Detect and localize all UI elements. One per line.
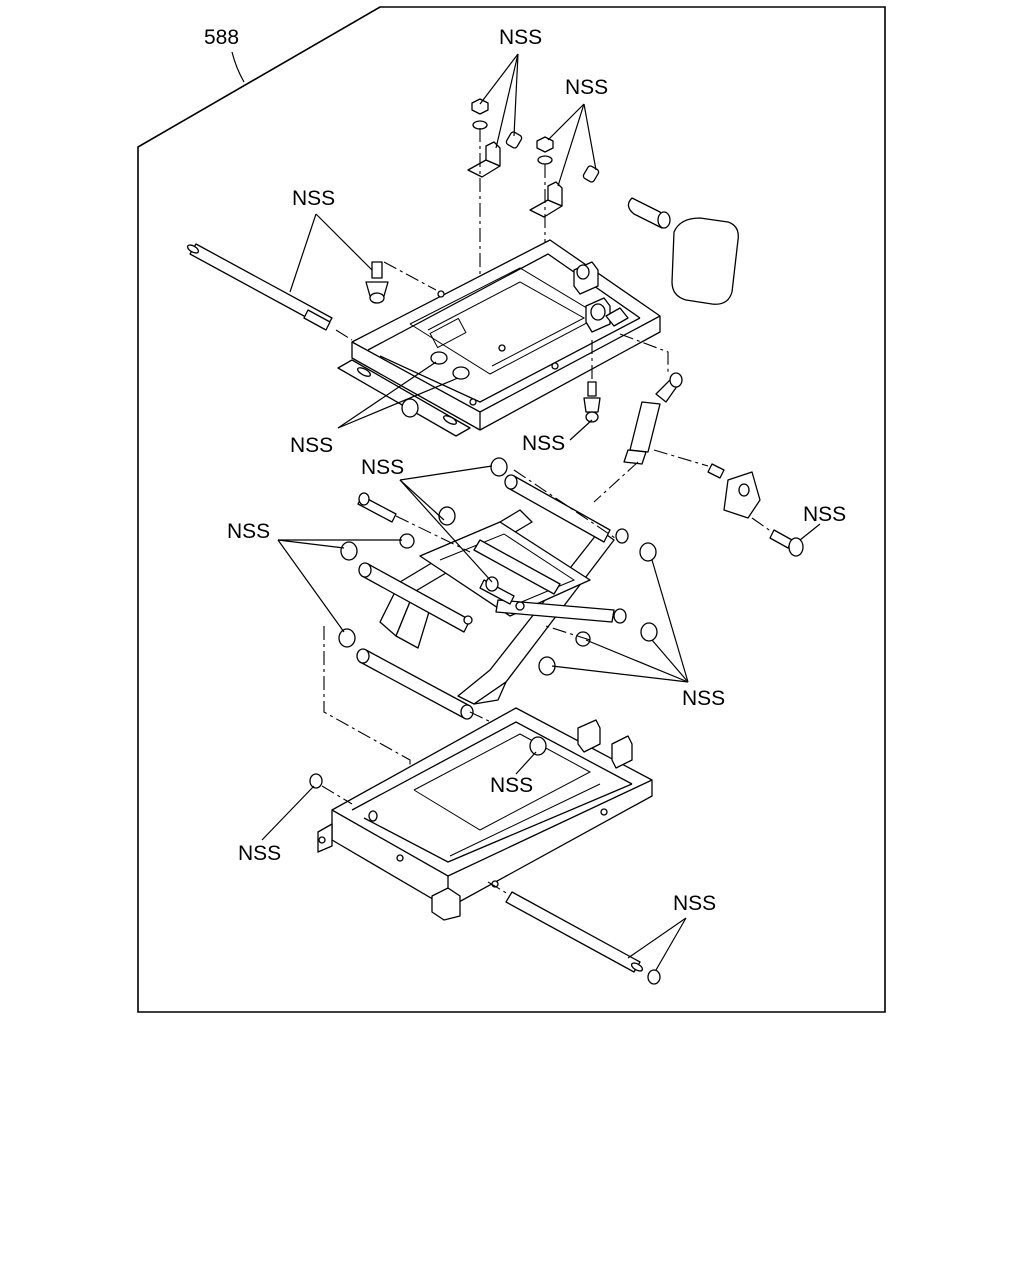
label-scissor-bushings-right: NSS [682,687,725,710]
scissor-dashline-right [545,625,591,641]
scissor-bushings [338,457,658,676]
gas-spring-dashline-bottom [593,461,639,503]
label-top-nuts-right: NSS [565,76,608,99]
lower-rod-clip [647,969,661,985]
lever-bolt-dashline [751,517,773,533]
label-lever-bolt: NSS [803,503,846,526]
upper-seat-frame [337,239,661,437]
scissor-dashline-left [395,515,471,553]
label-lower-clip: NSS [238,842,281,865]
top-bracket-right-group [529,136,600,218]
reference-number: 588 [204,26,239,49]
top-bracket-left-group [467,98,523,178]
cushion-block [671,217,739,305]
lower-dashline-left [323,626,411,836]
lower-base-frame [317,707,653,921]
lower-left-clip-dashline [321,785,353,805]
lever-dashline [653,449,709,467]
upper-ring-1 [430,351,448,365]
reference-leader [231,51,245,83]
leader-lines [261,53,821,971]
scissor-mechanism [356,474,629,720]
upper-rod-dashline [335,329,353,341]
lever-bracket [707,463,761,519]
upper-hinge-brackets [573,261,629,333]
lever-bolt [769,529,804,557]
upper-ring-2 [452,366,470,380]
scissor-dashline-top [513,469,619,541]
lower-left-clip [309,773,323,789]
lower-rod [505,891,644,973]
label-upper-rod: NSS [292,187,335,210]
upper-bolt-dashline [383,261,437,291]
label-upper-rings: NSS [290,434,333,457]
gas-spring [623,372,683,465]
upper-frame-bottom-bolt [583,381,601,423]
label-scissor-bushings-upper: NSS [361,456,404,479]
label-upper-bolt: NSS [522,432,565,455]
scissor-stud [479,576,515,605]
label-lower-rod: NSS [673,892,716,915]
lower-rod-dashline [487,881,509,895]
upper-bushing [627,197,671,229]
upper-rod [186,243,333,331]
upper-bolt-left [365,261,389,304]
label-top-nuts-left: NSS [499,26,542,49]
scissor-bolt-left [357,492,397,523]
label-scissor-bushings-left: NSS [227,520,270,543]
label-lower-stud: NSS [490,774,533,797]
diagram-frame [137,6,886,1013]
gas-spring-dashline-top [619,333,669,372]
